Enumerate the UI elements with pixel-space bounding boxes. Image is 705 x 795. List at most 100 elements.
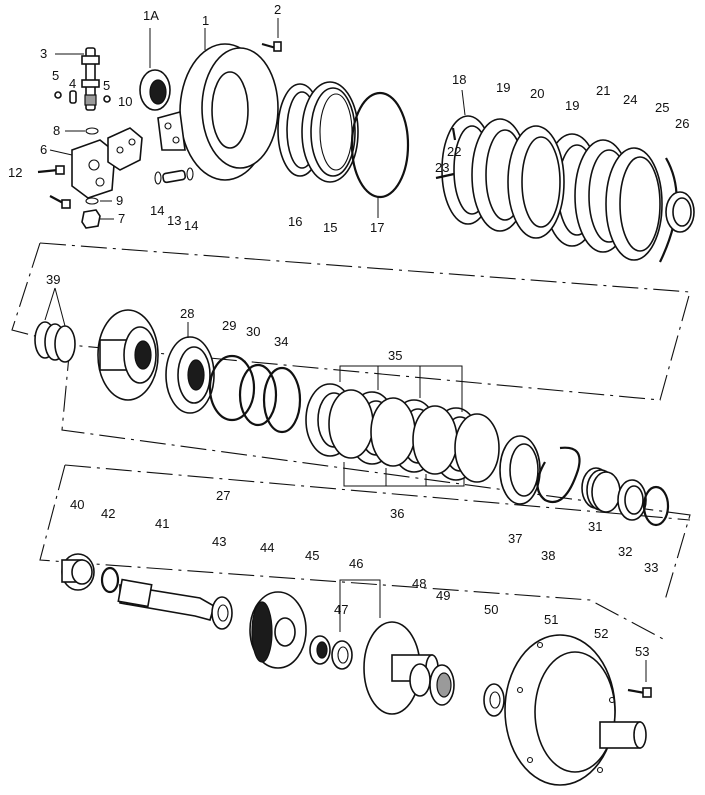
- callout-29: 29: [222, 318, 236, 333]
- part-12-bolt: [37, 165, 71, 209]
- part-33-ring: [642, 485, 670, 527]
- callout-26: 26: [675, 116, 689, 131]
- callout-20: 20: [530, 86, 544, 101]
- callout-27: 27: [216, 488, 230, 503]
- part-24-ring: [605, 147, 663, 261]
- part-47-bearing: [331, 640, 353, 670]
- part-9-washer: [85, 197, 112, 205]
- part-6-valve-housing: [49, 139, 116, 199]
- callout-37: 37: [508, 531, 522, 546]
- callout-7: 7: [118, 211, 125, 226]
- callout-2: 2: [274, 2, 281, 17]
- callout-25: 25: [655, 100, 669, 115]
- part-23-spring: [435, 172, 455, 180]
- part-32-ring: [617, 479, 647, 521]
- part-15-ring: [301, 81, 359, 183]
- part-31-spring: [581, 467, 621, 513]
- part-36-steel-discs: [328, 389, 500, 487]
- part-45-bearing: [309, 635, 331, 665]
- callout-17: 17: [370, 220, 384, 235]
- callout-40: 40: [70, 497, 84, 512]
- callout-53: 53: [635, 644, 649, 659]
- part-5-ball: [54, 91, 111, 103]
- callout-50: 50: [484, 602, 498, 617]
- part-43-washer: [211, 596, 233, 630]
- callout-21: 21: [596, 83, 610, 98]
- callout-6: 6: [40, 142, 47, 157]
- part-4-pin: [69, 90, 77, 104]
- callout-36: 36: [390, 506, 404, 521]
- part-41-shaft: [117, 578, 215, 621]
- callout-43: 43: [212, 534, 226, 549]
- callout-5: 5: [52, 68, 59, 83]
- callout-15: 15: [323, 220, 337, 235]
- callout-35: 35: [388, 348, 402, 363]
- callout-labels: 1A 1 2 3 5 4 5 10 8 6 12 9 7 14 13 14 16…: [8, 2, 689, 659]
- callout-19: 19: [496, 80, 510, 95]
- part-20-steel-disc: [507, 125, 565, 239]
- callout-1: 1: [202, 13, 209, 28]
- part-30-ring: [238, 363, 278, 427]
- callout-44: 44: [260, 540, 274, 555]
- part-29-ring: [208, 354, 256, 422]
- callout-33: 33: [644, 560, 658, 575]
- callout-19: 19: [565, 98, 579, 113]
- part-52-output-shaft: [599, 721, 647, 749]
- part-38-snap-ring: [536, 446, 581, 503]
- callout-16: 16: [288, 214, 302, 229]
- callout-5: 5: [103, 78, 110, 93]
- part-50-washer: [483, 683, 505, 717]
- callout-30: 30: [246, 324, 260, 339]
- callout-48: 48: [412, 576, 426, 591]
- callout-3: 3: [40, 46, 47, 61]
- callout-45: 45: [305, 548, 319, 563]
- callout-46: 46: [349, 556, 363, 571]
- callout-38: 38: [541, 548, 555, 563]
- callout-10: 10: [118, 94, 132, 109]
- callout-42: 42: [101, 506, 115, 521]
- part-51-cover: [504, 634, 616, 786]
- callout-14: 14: [150, 203, 164, 218]
- part-2-bolt: [261, 18, 282, 52]
- callout-52: 52: [594, 626, 608, 641]
- part-10-plate: [107, 127, 143, 171]
- callout-18: 18: [452, 72, 466, 87]
- callout-47: 47: [334, 602, 348, 617]
- callout-51: 51: [544, 612, 558, 627]
- part-49-bearing: [429, 664, 455, 706]
- callout-13: 13: [167, 213, 181, 228]
- callout-24: 24: [623, 92, 637, 107]
- callout-9: 9: [116, 193, 123, 208]
- callout-31: 31: [588, 519, 602, 534]
- part-27-drum: [97, 309, 159, 401]
- part-26-bearing: [665, 191, 695, 233]
- callout-41: 41: [155, 516, 169, 531]
- callout-23: 23: [435, 160, 449, 175]
- part-1-main-housing: [157, 28, 279, 181]
- part-40-gear: [61, 553, 95, 591]
- part-37-piston: [499, 435, 541, 505]
- callout-22: 22: [447, 144, 461, 159]
- part-28-bearing: [165, 322, 215, 414]
- part-53-bolt: [627, 660, 652, 698]
- callout-34: 34: [274, 334, 288, 349]
- callout-4: 4: [69, 76, 76, 91]
- callout-1A: 1A: [143, 8, 159, 23]
- callout-32: 32: [618, 544, 632, 559]
- part-34-ring: [262, 366, 302, 434]
- callout-49: 49: [436, 588, 450, 603]
- part-44-carrier: [249, 591, 307, 669]
- part-42-ring: [100, 566, 120, 594]
- callout-8: 8: [53, 123, 60, 138]
- part-22-pin: [451, 127, 457, 141]
- part-17-ring: [350, 91, 410, 218]
- part-3-valve-spool: [55, 47, 100, 111]
- part-8-oring: [65, 127, 99, 135]
- part-1A-seal: [139, 28, 171, 111]
- callout-14: 14: [184, 218, 198, 233]
- callout-12: 12: [8, 165, 22, 180]
- part-39-seal-rings: [34, 287, 76, 363]
- part-13-shaft: [154, 167, 194, 185]
- part-48-spacer: [409, 663, 431, 697]
